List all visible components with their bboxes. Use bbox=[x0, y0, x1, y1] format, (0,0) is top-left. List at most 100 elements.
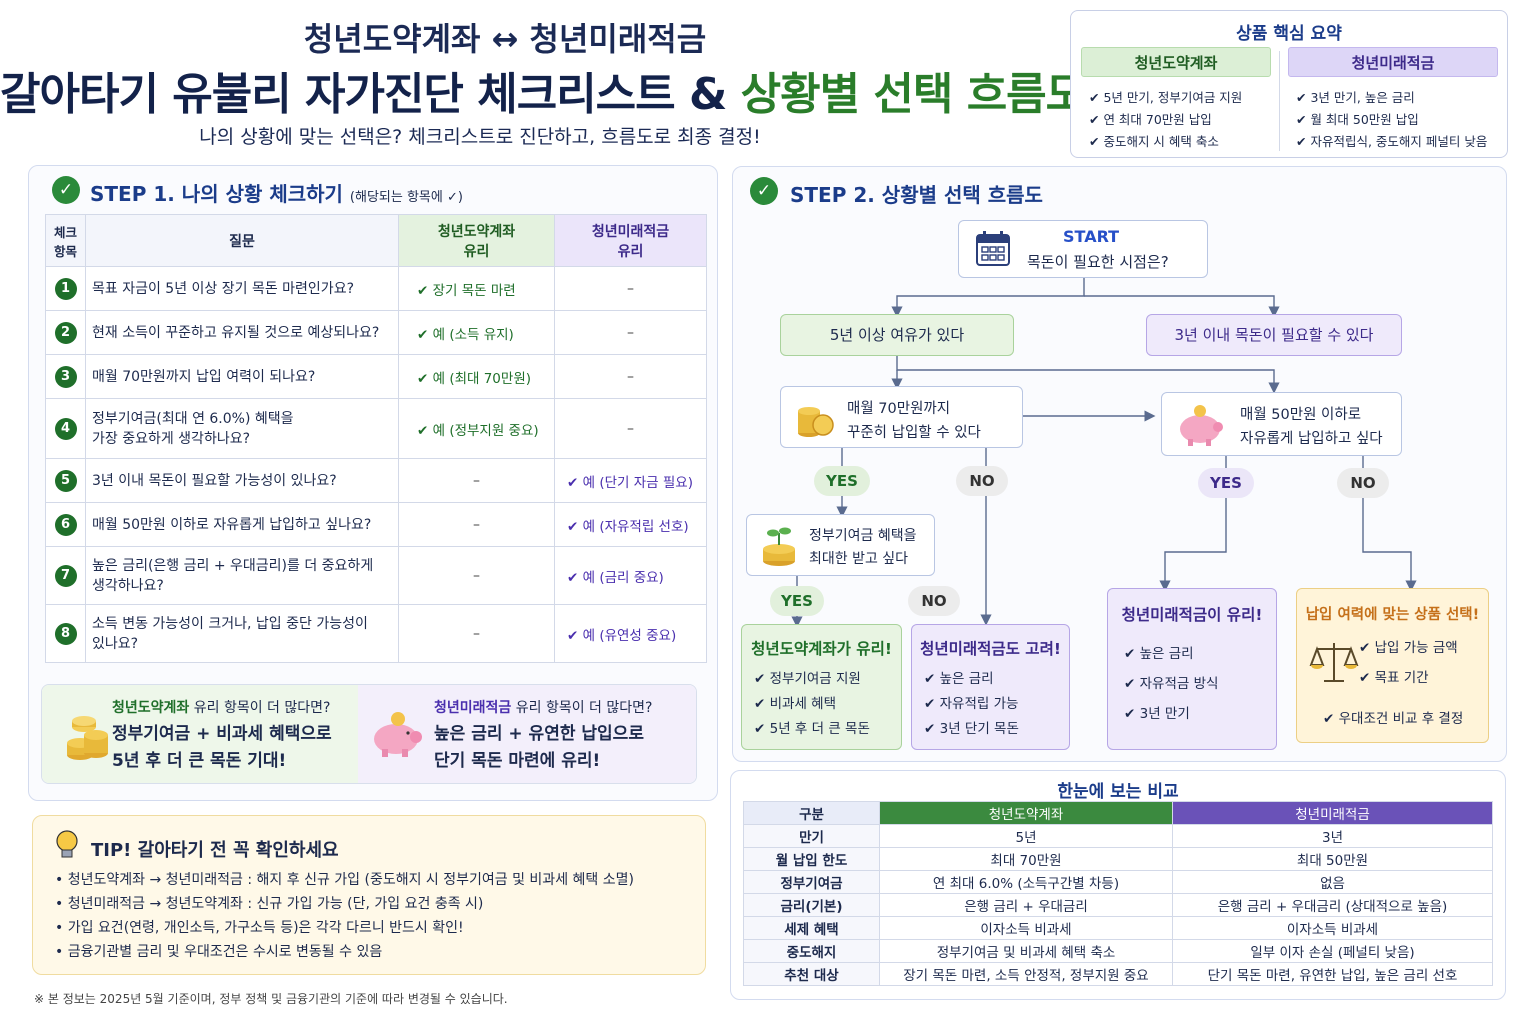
compare-key: 세제 혜택 bbox=[743, 916, 880, 940]
table-row[interactable]: 3 매월 70만원까지 납입 여력이 되나요? 예 (최대 70만원) – bbox=[45, 354, 707, 399]
question-70man[interactable]: 매월 70만원까지 꾸준히 납입할 수 있다 bbox=[780, 386, 1023, 448]
branch-long-term[interactable]: 5년 이상 여유가 있다 bbox=[780, 314, 1014, 356]
compare-green: 은행 금리 + 우대금리 bbox=[879, 893, 1173, 917]
row-number: 8 bbox=[54, 622, 77, 645]
result-green-item: 비과세 혜택 bbox=[754, 692, 901, 717]
question-gov-line2: 최대한 받고 싶다 bbox=[809, 551, 909, 567]
conclusion-green-bold: 청년도약계좌 bbox=[112, 700, 190, 716]
result-consider[interactable]: 청년미래적금도 고려! 높은 금리 자유적립 가능 3년 단기 목돈 bbox=[911, 624, 1070, 750]
scale-icon bbox=[1309, 643, 1359, 682]
summary-right: 청년미래적금 3년 만기, 높은 금리 월 최대 50만원 납입 자유적립식, … bbox=[1288, 47, 1498, 153]
flow-start[interactable]: START 목돈이 필요한 시점은? bbox=[958, 220, 1208, 278]
table-row[interactable]: 5 3년 이내 목돈이 필요할 가능성이 있나요? – 예 (단기 자금 필요) bbox=[45, 458, 707, 503]
tip-box: TIP! 갈아타기 전 꼭 확인하세요 청년도약계좌 → 청년미래적금 : 해지… bbox=[32, 815, 706, 975]
title-main: 갈아타기 유불리 자가진단 체크리스트 & bbox=[0, 69, 741, 120]
compare-key: 만기 bbox=[743, 824, 880, 848]
row-num: 8 bbox=[45, 604, 86, 663]
branch-short-term[interactable]: 3년 이내 목돈이 필요할 수 있다 bbox=[1146, 314, 1402, 356]
result-yellow[interactable]: 납입 여력에 맞는 상품 선택! 납입 가능 금액 목표 기간 ✔ 우대조건 비… bbox=[1296, 588, 1489, 743]
result-yellow-title: 납입 여력에 맞는 상품 선택! bbox=[1305, 607, 1480, 623]
row-green[interactable]: 장기 목돈 마련 bbox=[398, 266, 555, 311]
question-50man-line2: 자유롭게 납입하고 싶다 bbox=[1240, 431, 1383, 447]
row-purple[interactable]: – bbox=[554, 266, 707, 311]
title-green: 상황별 선택 흐름도 bbox=[740, 69, 1086, 120]
summary-right-tag: 청년미래적금 bbox=[1288, 47, 1498, 77]
lightbulb-icon bbox=[56, 830, 78, 858]
tip-title: TIP! 갈아타기 전 꼭 확인하세요 bbox=[91, 840, 339, 861]
summary-right-item: 3년 만기, 높은 금리 bbox=[1296, 87, 1498, 109]
page-title: 갈아타기 유불리 자가진단 체크리스트 & 상황별 선택 흐름도 bbox=[0, 58, 1086, 122]
conclusion-purple-line1: 높은 금리 + 유연한 납입으로 bbox=[434, 724, 644, 744]
result-purple-item: 3년 만기 bbox=[1124, 699, 1276, 729]
row-question: 높은 금리(은행 금리 + 우대금리)를 더 중요하게 생각하나요? bbox=[85, 546, 399, 605]
result-green-item: 정부기여금 지원 bbox=[754, 667, 901, 692]
row-purple[interactable]: 예 (단기 자금 필요) bbox=[554, 458, 707, 503]
row-green[interactable]: 예 (최대 70만원) bbox=[398, 354, 555, 399]
compare-col-key: 구분 bbox=[743, 801, 880, 825]
question-50man-line1: 매월 50만원 이하로 bbox=[1240, 407, 1362, 423]
row-purple-text: 예 (금리 중요) bbox=[567, 570, 664, 586]
compare-key: 금리(기본) bbox=[743, 893, 880, 917]
result-purple[interactable]: 청년미래적금이 유리! 높은 금리 자유적금 방식 3년 만기 bbox=[1107, 588, 1277, 750]
result-yellow-last-text: 우대조건 비교 후 결정 bbox=[1338, 711, 1464, 727]
summary-right-item: 월 최대 50만원 납입 bbox=[1296, 109, 1498, 131]
tip-item: 금융기관별 금리 및 우대조건은 수시로 변동될 수 있음 bbox=[55, 940, 634, 964]
table-row[interactable]: 1 목표 자금이 5년 이상 장기 목돈 마련인가요? 장기 목돈 마련 – bbox=[45, 266, 707, 311]
result-green-item: 5년 후 더 큰 목돈 bbox=[754, 717, 901, 742]
summary-divider bbox=[1279, 51, 1280, 151]
row-purple[interactable]: – bbox=[554, 354, 707, 399]
step1-hint: (해당되는 항목에 ✓) bbox=[349, 190, 463, 205]
table-row[interactable]: 7 높은 금리(은행 금리 + 우대금리)를 더 중요하게 생각하나요? – 예… bbox=[45, 546, 707, 605]
summary-right-item: 자유적립식, 중도해지 페널티 낮음 bbox=[1296, 131, 1498, 153]
question-70man-line1: 매월 70만원까지 bbox=[847, 401, 951, 417]
compare-key: 월 납입 한도 bbox=[743, 847, 880, 871]
yes-label: YES bbox=[814, 466, 870, 496]
row-num: 4 bbox=[45, 398, 86, 459]
question-gov-line1: 정부기여금 혜택을 bbox=[809, 528, 917, 544]
check-circle-icon: ✓ bbox=[750, 177, 778, 205]
yes-label: YES bbox=[1198, 468, 1254, 498]
summary-left-item: 5년 만기, 정부기여금 지원 bbox=[1089, 87, 1271, 109]
row-green[interactable]: – bbox=[398, 458, 555, 503]
row-purple[interactable]: 예 (유연성 중요) bbox=[554, 604, 707, 663]
table-row[interactable]: 8 소득 변동 가능성이 크거나, 납입 중단 가능성이 있나요? – 예 (유… bbox=[45, 604, 707, 663]
piggy-bank-icon bbox=[374, 712, 422, 757]
col-check: 체크 항목 bbox=[45, 214, 86, 267]
row-green[interactable]: – bbox=[398, 604, 555, 663]
result-green[interactable]: 청년도약계좌가 유리! 정부기여금 지원 비과세 혜택 5년 후 더 큰 목돈 bbox=[741, 624, 902, 750]
row-green[interactable]: 예 (정부지원 중요) bbox=[398, 398, 555, 459]
row-question: 목표 자금이 5년 이상 장기 목돈 마련인가요? bbox=[85, 266, 399, 311]
conclusion-green-head: 청년도약계좌 유리 항목이 더 많다면? bbox=[112, 697, 330, 717]
row-purple[interactable]: 예 (금리 중요) bbox=[554, 546, 707, 605]
col-green: 청년도약계좌 유리 bbox=[398, 214, 555, 267]
compare-green: 최대 70만원 bbox=[879, 847, 1173, 871]
row-number: 6 bbox=[54, 513, 77, 536]
conclusion-green-rest: 유리 항목이 더 많다면? bbox=[189, 700, 331, 716]
row-num: 3 bbox=[45, 354, 86, 399]
start-question: 목돈이 필요한 시점은? bbox=[1027, 253, 1169, 271]
row-green[interactable]: – bbox=[398, 546, 555, 605]
row-green[interactable]: – bbox=[398, 502, 555, 547]
result-consider-title: 청년미래적금도 고려! bbox=[920, 640, 1061, 658]
coins-icon bbox=[798, 407, 834, 437]
row-number: 3 bbox=[54, 365, 77, 388]
summary-box: 상품 핵심 요약 청년도약계좌 5년 만기, 정부기여금 지원 연 최대 70만… bbox=[1070, 10, 1508, 158]
row-number: 7 bbox=[54, 564, 77, 587]
summary-title: 상품 핵심 요약 bbox=[1236, 24, 1342, 44]
row-question: 소득 변동 가능성이 크거나, 납입 중단 가능성이 있나요? bbox=[85, 604, 399, 663]
tip-item: 청년도약계좌 → 청년미래적금 : 해지 후 신규 가입 (중도해지 시 정부기… bbox=[55, 868, 634, 892]
question-gov-contribution[interactable]: 정부기여금 혜택을 최대한 받고 싶다 bbox=[746, 514, 935, 576]
row-green[interactable]: 예 (소득 유지) bbox=[398, 310, 555, 355]
row-purple[interactable]: – bbox=[554, 398, 707, 459]
start-label: START bbox=[1063, 227, 1120, 246]
no-label: NO bbox=[956, 466, 1008, 496]
money-plant-icon bbox=[763, 527, 795, 566]
row-number: 1 bbox=[54, 277, 77, 300]
piggy-bank-icon bbox=[1180, 405, 1223, 446]
check-circle-icon: ✓ bbox=[52, 176, 80, 204]
question-50man[interactable]: 매월 50만원 이하로 자유롭게 납입하고 싶다 bbox=[1161, 392, 1402, 456]
